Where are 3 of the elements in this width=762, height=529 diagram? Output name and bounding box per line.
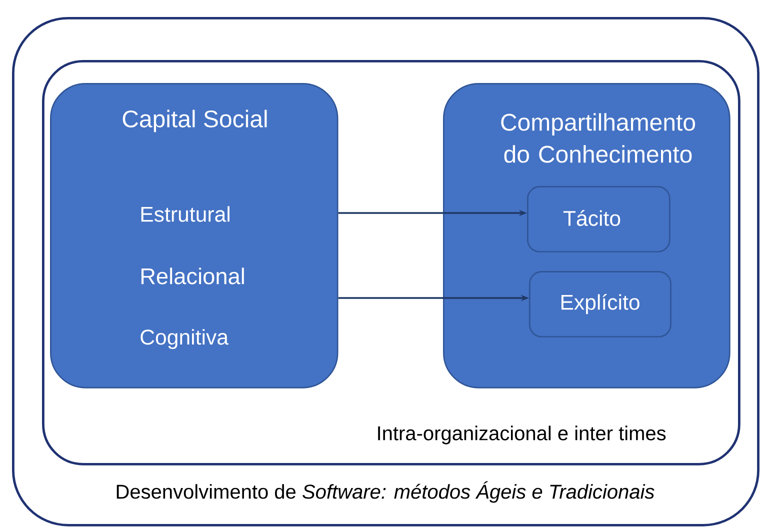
rounded-box: Capital Social Estrutural Relacional Cognitiva [50, 83, 338, 388]
rounded-box: Tácito [527, 186, 670, 252]
rounded-box: Explícito [529, 271, 672, 338]
